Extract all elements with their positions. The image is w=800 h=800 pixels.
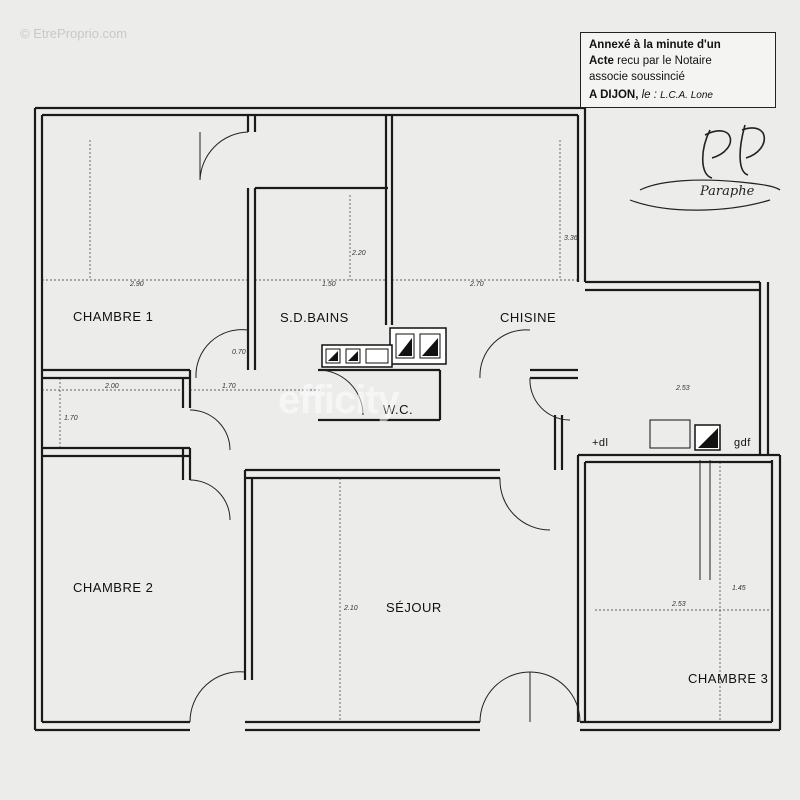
dim-chambre1-width: 2.90 — [129, 281, 144, 288]
room-label-sdb: S.D.BAINS — [280, 310, 349, 325]
kitchen-fixtures — [389, 327, 447, 365]
fixture-label-gdf: gdf — [734, 437, 751, 449]
dim-corridor-left: 2.00 — [104, 383, 119, 390]
outer-walls — [33, 106, 782, 732]
dim-kitchen-height: 3.36 — [564, 235, 578, 242]
room-label-cuisine: CHISINE — [500, 310, 556, 325]
room-label-chambre1: CHAMBRE 1 — [73, 309, 153, 324]
dim-cuisine-width: 2.70 — [469, 281, 484, 288]
interior-walls — [42, 115, 780, 722]
notary-line1: Annexé à la minute d'un — [589, 39, 721, 51]
dim-corridor-width: 1.70 — [222, 383, 236, 390]
dim-corridor-height: 1.70 — [64, 415, 78, 422]
notary-line2-bold: Acte — [589, 55, 614, 67]
notary-line4: A DIJON, le : L.C.A. Lone — [589, 89, 713, 101]
dim-chambre3-height: 1.45 — [732, 585, 746, 592]
dim-sdb-height: 2.20 — [351, 250, 366, 257]
notary-le: le : — [638, 89, 661, 101]
notary-stamp: Annexé à la minute d'un Acte recu par le… — [580, 32, 776, 108]
notary-line2: Acte recu par le Notaire — [589, 55, 712, 67]
dim-door-label: 0.70 — [232, 349, 246, 356]
efficity-watermark: efficity — [278, 378, 400, 422]
room-label-sejour: SÉJOUR — [386, 600, 442, 615]
notary-line2-rest: recu par le Notaire — [613, 55, 712, 67]
dim-chambre3-width: 2.53 — [671, 601, 686, 608]
room-label-wc: W.C. — [383, 402, 413, 417]
dim-sejour-height: 2.10 — [343, 605, 358, 612]
site-watermark: © EtreProprio.com — [20, 26, 128, 41]
paraphe-text: Paraphe — [699, 184, 755, 199]
dim-chambre3-top: 2.53 — [675, 385, 690, 392]
notary-line3: associe soussincié — [589, 71, 685, 83]
bathroom-fixtures — [321, 344, 393, 368]
paraphe-signature: Paraphe — [629, 124, 781, 211]
fixture-label-dl: +dl — [592, 437, 609, 449]
doors — [189, 131, 581, 723]
dimension-lines — [42, 140, 772, 722]
notary-city: A DIJON, — [589, 89, 639, 101]
notary-signature: L.C.A. Lone — [660, 90, 713, 101]
dim-sdb-width: 1.50 — [322, 281, 336, 288]
room-label-chambre2: CHAMBRE 2 — [73, 580, 153, 595]
boiler-fixture — [649, 419, 721, 580]
room-label-chambre3: CHAMBRE 3 — [688, 671, 768, 686]
